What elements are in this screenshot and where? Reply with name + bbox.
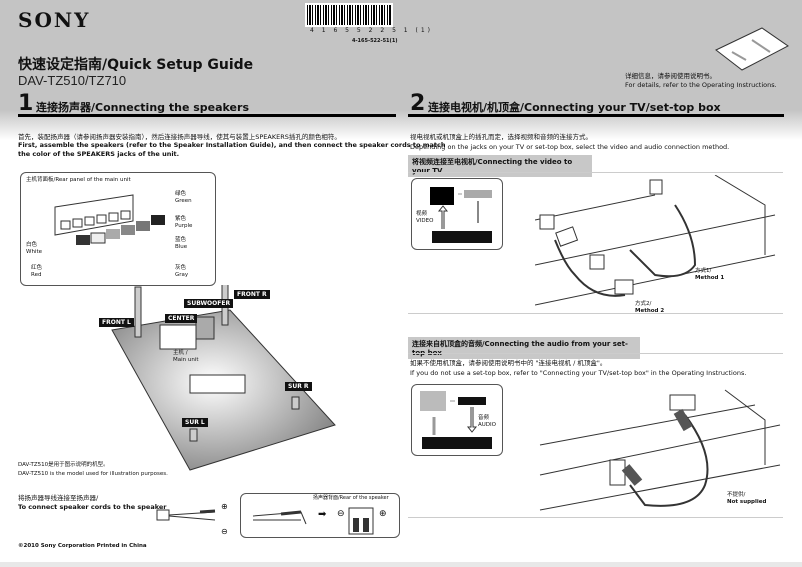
details-cn: 详细信息，请参阅使用说明书。 <box>625 72 716 80</box>
part-number: 4-165-522-51(1) <box>352 38 398 44</box>
barcode <box>305 3 393 27</box>
section-2-number: 2 <box>410 91 426 116</box>
section-2-rule <box>408 114 784 117</box>
section-1-intro-cn: 首先，装配扬声器（请参阅扬声器安装指南），然后连接扬声器导线，使其与装置上SPE… <box>18 133 341 141</box>
video-connection-icon <box>430 187 492 243</box>
video-cabling-illustration <box>535 175 776 306</box>
sony-logo: SONY <box>18 8 91 32</box>
audio-heading: 连接来自机顶盒的音频/Connecting the audio from you… <box>408 337 640 359</box>
section-1-rule <box>18 114 396 117</box>
room-layout-illustration <box>111 285 336 471</box>
audio-connection-icon <box>420 391 492 449</box>
audio-cabling-illustration <box>539 389 781 511</box>
label-front-r: FRONT R <box>234 290 270 299</box>
speaker-terminal-illustration <box>348 507 374 535</box>
plus-icon: ⊕ <box>221 502 228 511</box>
minus-icon: ⊖ <box>221 527 228 536</box>
method-2-label: 方式2/Method 2 <box>635 301 665 314</box>
speaker-rear-box: 扬声器背面/Rear of the speaker ➡ ⊖ ⊕ <box>240 493 400 538</box>
divider <box>408 172 783 173</box>
rear-panel-title: 主机背面板/Rear panel of the main unit <box>26 177 131 183</box>
bottom-edge <box>0 562 802 567</box>
model-note-en: DAV-TZ510 is the model used for illustra… <box>18 471 168 477</box>
label-subwoofer: SUBWOOFER <box>184 299 234 308</box>
arrow-right-icon: ➡ <box>318 509 327 520</box>
not-supplied-label: 不提供/Not supplied <box>727 492 767 505</box>
section-1-intro-en-2: the color of the SPEAKERS jacks of the u… <box>18 150 180 158</box>
terminal-plus-icon: ⊕ <box>379 509 387 519</box>
speaker-cord-illustration <box>156 509 216 521</box>
divider <box>408 313 783 314</box>
section-2-intro-en: Depending on the jacks on your TV or set… <box>410 143 730 151</box>
section-1-number: 1 <box>18 91 34 116</box>
audio-note-cn: 如果不使用机顶盒，请参阅使用说明书中的 "连接电视机 / 机顶盒"。 <box>410 359 607 367</box>
terminal-minus-icon: ⊖ <box>337 509 345 519</box>
model-note-cn: DAV-TZ510是用于图示说明的机型。 <box>18 462 109 468</box>
audio-note-en: If you do not use a set-top box, refer t… <box>410 369 747 377</box>
label-sur-r: SUR R <box>285 382 312 391</box>
section-2-intro-cn: 视电视机或机顶盒上的插孔而定，选择视频和音频的连接方式。 <box>410 133 592 141</box>
page-title: 快速设定指南/Quick Setup Guide <box>18 57 254 73</box>
speaker-jacks-illustration <box>54 194 165 245</box>
section-2-title: 连接电视机/机顶盒/Connecting your TV/set-top box <box>428 101 721 114</box>
barcode-number: 4 1 6 5 5 2 2 5 1 (1) <box>310 27 434 34</box>
details-en: For details, refer to the Operating Inst… <box>625 81 777 89</box>
video-heading: 将视频连接至电视机/Connecting the video to your T… <box>408 155 592 177</box>
divider <box>408 517 783 518</box>
copyright: ©2010 Sony Corporation Printed in China <box>18 543 147 549</box>
manual-icon <box>715 27 789 71</box>
divider <box>408 353 783 354</box>
label-sur-l: SUR L <box>182 418 208 427</box>
section-1-title: 连接扬声器/Connecting the speakers <box>36 101 249 114</box>
method-1-label: 方式1/Method 1 <box>695 268 725 281</box>
model-name: DAV-TZ510/TZ710 <box>18 73 127 88</box>
main-unit-label: 主机 /Main unit <box>173 350 199 363</box>
cord-twist-illustration <box>252 510 307 525</box>
cord-title-en: To connect speaker cords to the speaker <box>18 503 167 511</box>
rear-speaker-label: 扬声器背面/Rear of the speaker <box>313 495 389 501</box>
label-front-l: FRONT L <box>99 318 134 327</box>
section-1-intro-en: First, assemble the speakers (refer to t… <box>18 141 446 149</box>
label-center: CENTER <box>165 314 198 323</box>
cord-title-cn: 将扬声器导线连接至扬声器/ <box>18 494 99 502</box>
